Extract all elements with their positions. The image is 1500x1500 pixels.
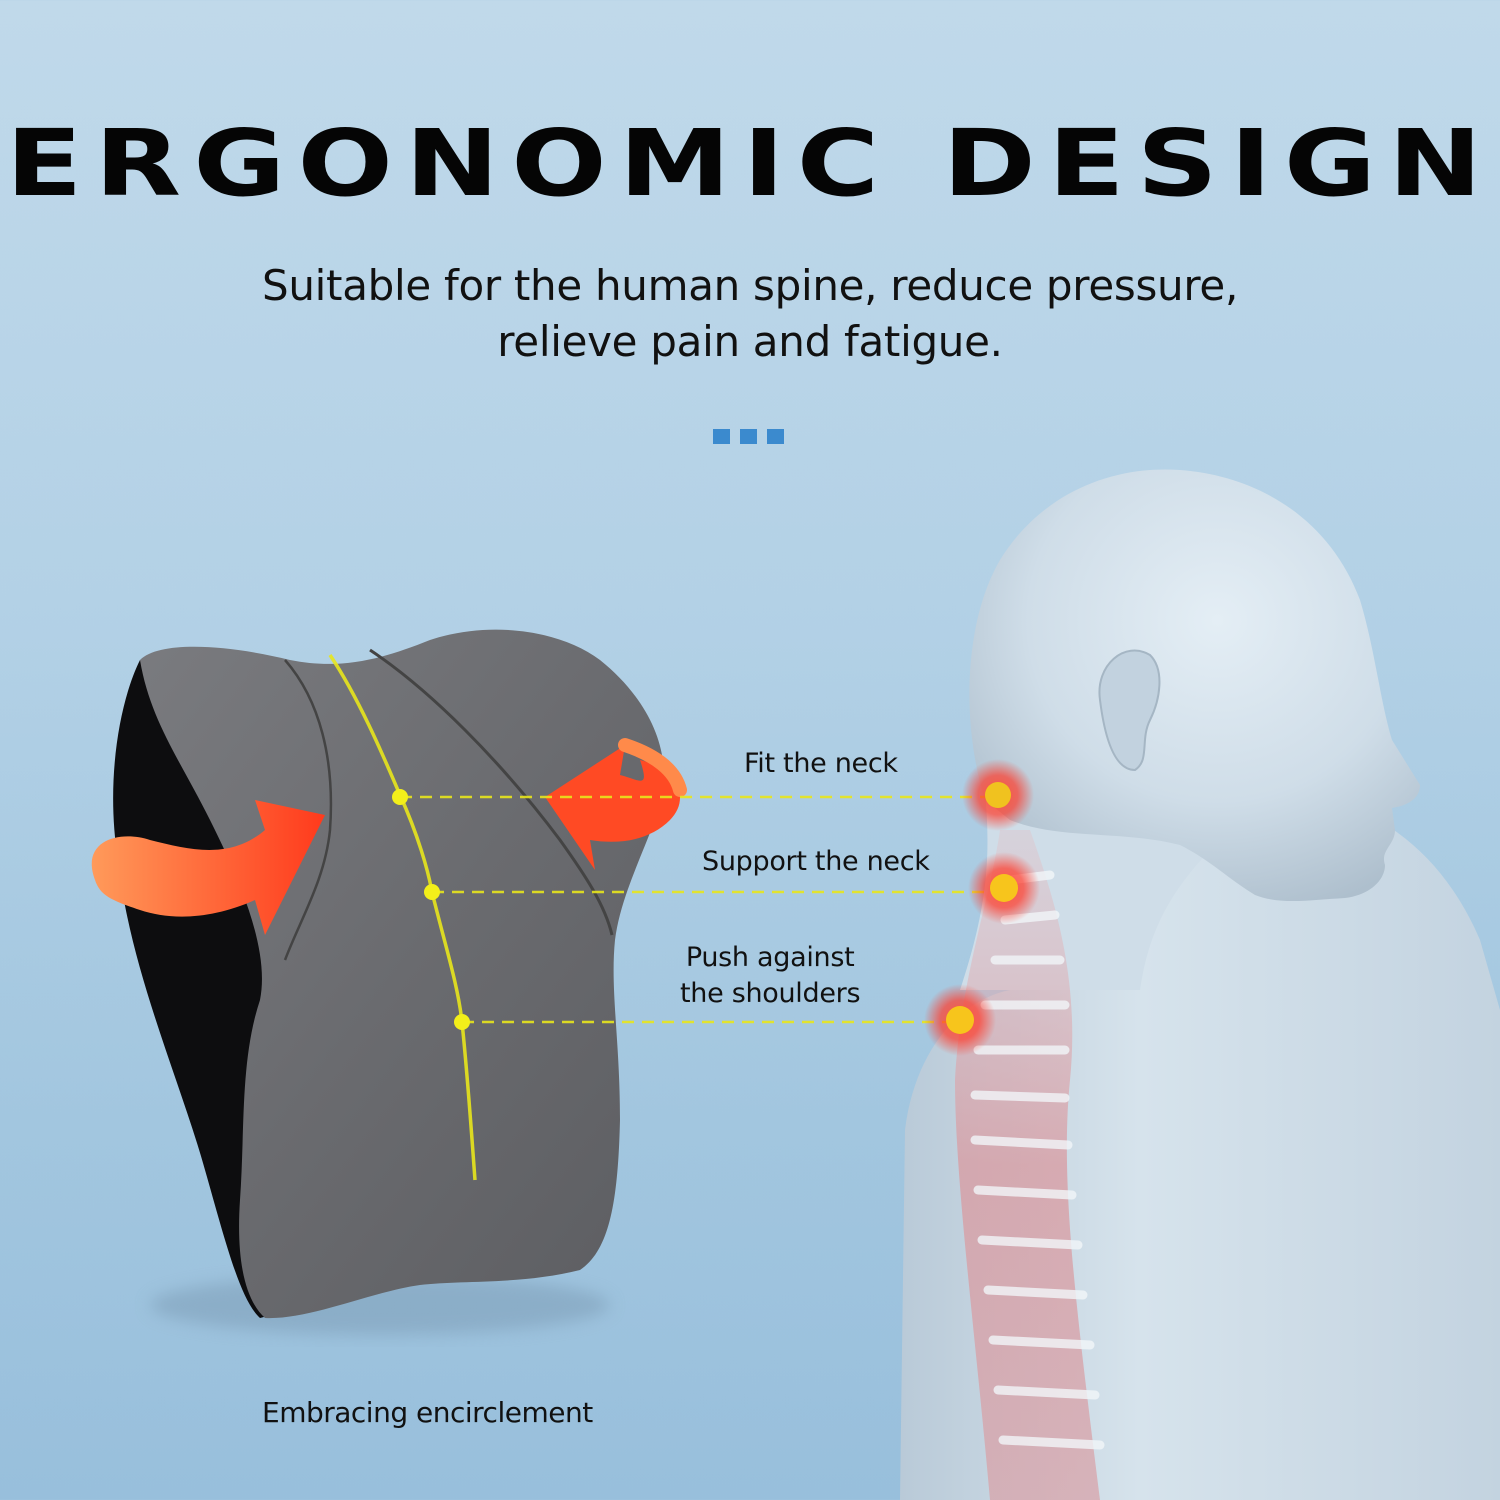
callout-push-line-2: the shoulders <box>680 978 861 1009</box>
spine <box>955 830 1100 1500</box>
page-title: ERGONOMIC DESIGN <box>5 110 1495 217</box>
vertebrae <box>970 870 1105 1450</box>
callout-push-line-1: Push against <box>685 942 855 973</box>
ear <box>1098 649 1161 772</box>
subtitle: Suitable for the human spine, reduce pre… <box>0 258 1500 370</box>
embrace-arrow-right-icon <box>545 738 687 870</box>
human-figure <box>900 469 1500 1500</box>
callout-fit-neck: Fit the neck <box>744 748 898 779</box>
divider-dot <box>767 429 784 444</box>
caption-embracing: Embracing encirclement <box>262 1396 593 1429</box>
divider-dot <box>740 429 757 444</box>
subtitle-line-1: Suitable for the human spine, reduce pre… <box>262 261 1238 310</box>
callout-leaders <box>400 795 985 1024</box>
neck-pillow <box>113 629 664 1335</box>
pillow-points <box>392 789 470 1030</box>
pillow-front <box>140 629 664 1319</box>
divider-dots <box>713 429 784 444</box>
pain-point-icons <box>924 759 1040 1056</box>
callout-push-shoulders: Push against the shoulders <box>680 940 861 1012</box>
callout-support-neck: Support the neck <box>702 846 930 877</box>
subtitle-line-2: relieve pain and fatigue. <box>497 317 1003 366</box>
embrace-arrow-left-icon <box>91 800 325 935</box>
head <box>969 469 1420 902</box>
divider-dot <box>713 429 730 444</box>
